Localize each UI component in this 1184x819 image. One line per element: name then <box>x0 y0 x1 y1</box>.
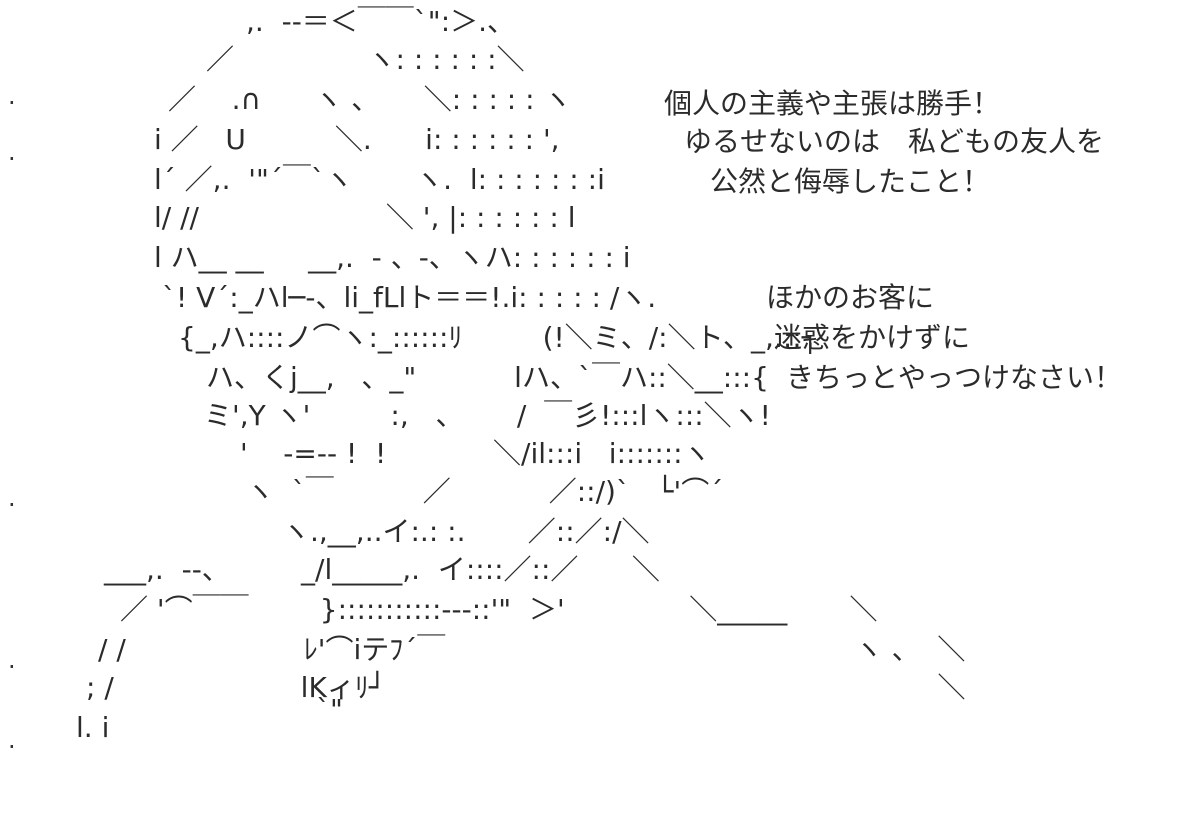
art-line: i ／ U ＼. i: : : : : : ', <box>154 123 560 156</box>
speech-line: ゆるせないのは 私どもの友人を <box>684 125 1105 158</box>
art-line: ミ',Y ヽ' :, 、 / ￣彡!:::lヽ:::＼ヽ! <box>204 399 771 432</box>
margin-dot: . <box>8 484 16 512</box>
art-line: / / ﾚ'⌒iテﾌ´￣ ヽ 、 ＼ <box>98 633 966 666</box>
art-line: ; / lKィﾘ┘ ＼ <box>86 671 966 704</box>
art-line: ／ ヽ: : : : : :＼ <box>206 43 525 76</box>
art-line: ハ、くj__, 、_" lハ、`￣ハ::＼__:::{ <box>206 361 769 394</box>
art-line: ／ .∩ ヽ 、 ＼: : : : : ヽ <box>168 83 572 116</box>
art-line: ヽ `￣ ／ ／::/)` └'⌒´ <box>246 475 724 508</box>
speech-line: 迷惑をかけずに <box>774 321 971 354</box>
art-line: l/ // ＼ ', |: : : : : : l <box>154 201 576 234</box>
art-line: ,. --＝＜￣￣`":＞.、 <box>246 5 516 38</box>
margin-dot: . <box>8 138 16 166</box>
art-line: l´ ／,. '"´￣`ヽ ヽ. l: : : : : : :i <box>154 163 605 196</box>
margin-dot: . <box>8 82 16 110</box>
art-line: {_,ハ::::ノ⌒ヽ:_::::::ﾘ (!＼ミ、/:＼ト、_,.::┐ <box>178 321 819 354</box>
speech-line: 公然と侮辱したこと！ <box>710 165 991 198</box>
art-line: ___,. ‐‐、 _/l_____,. イ::::／::／ ＼ <box>104 553 660 586</box>
art-line: l. i <box>76 711 110 744</box>
art-line: `! V´:_ハl─‐、li_fLlト＝＝!.i: : : : : /ヽ. <box>162 281 657 314</box>
speech-line: ほかのお客に <box>766 281 935 314</box>
art-line: ／ '⌒￣￣ }:::::::::::‐‐‐::'" ＞' ＼_____ ＼ <box>120 593 878 626</box>
art-line: l ハ__ __ __,. ‐ 、‐、ヽハ: : : : : : i <box>154 241 631 274</box>
speech-line: 個人の主義や主張は勝手！ <box>664 87 1001 120</box>
speech-line: きちっとやっつけなさい！ <box>786 361 1123 394</box>
margin-dot: . <box>8 646 16 674</box>
art-line: ' -=‐‐ ! ! ＼/il:::i i:::::::ヽ <box>240 437 711 470</box>
margin-dot: . <box>8 726 16 754</box>
art-line: ヽ.,__,..イ:.: :. ／::／:/＼ <box>282 515 650 548</box>
art-line: `" <box>316 693 343 726</box>
